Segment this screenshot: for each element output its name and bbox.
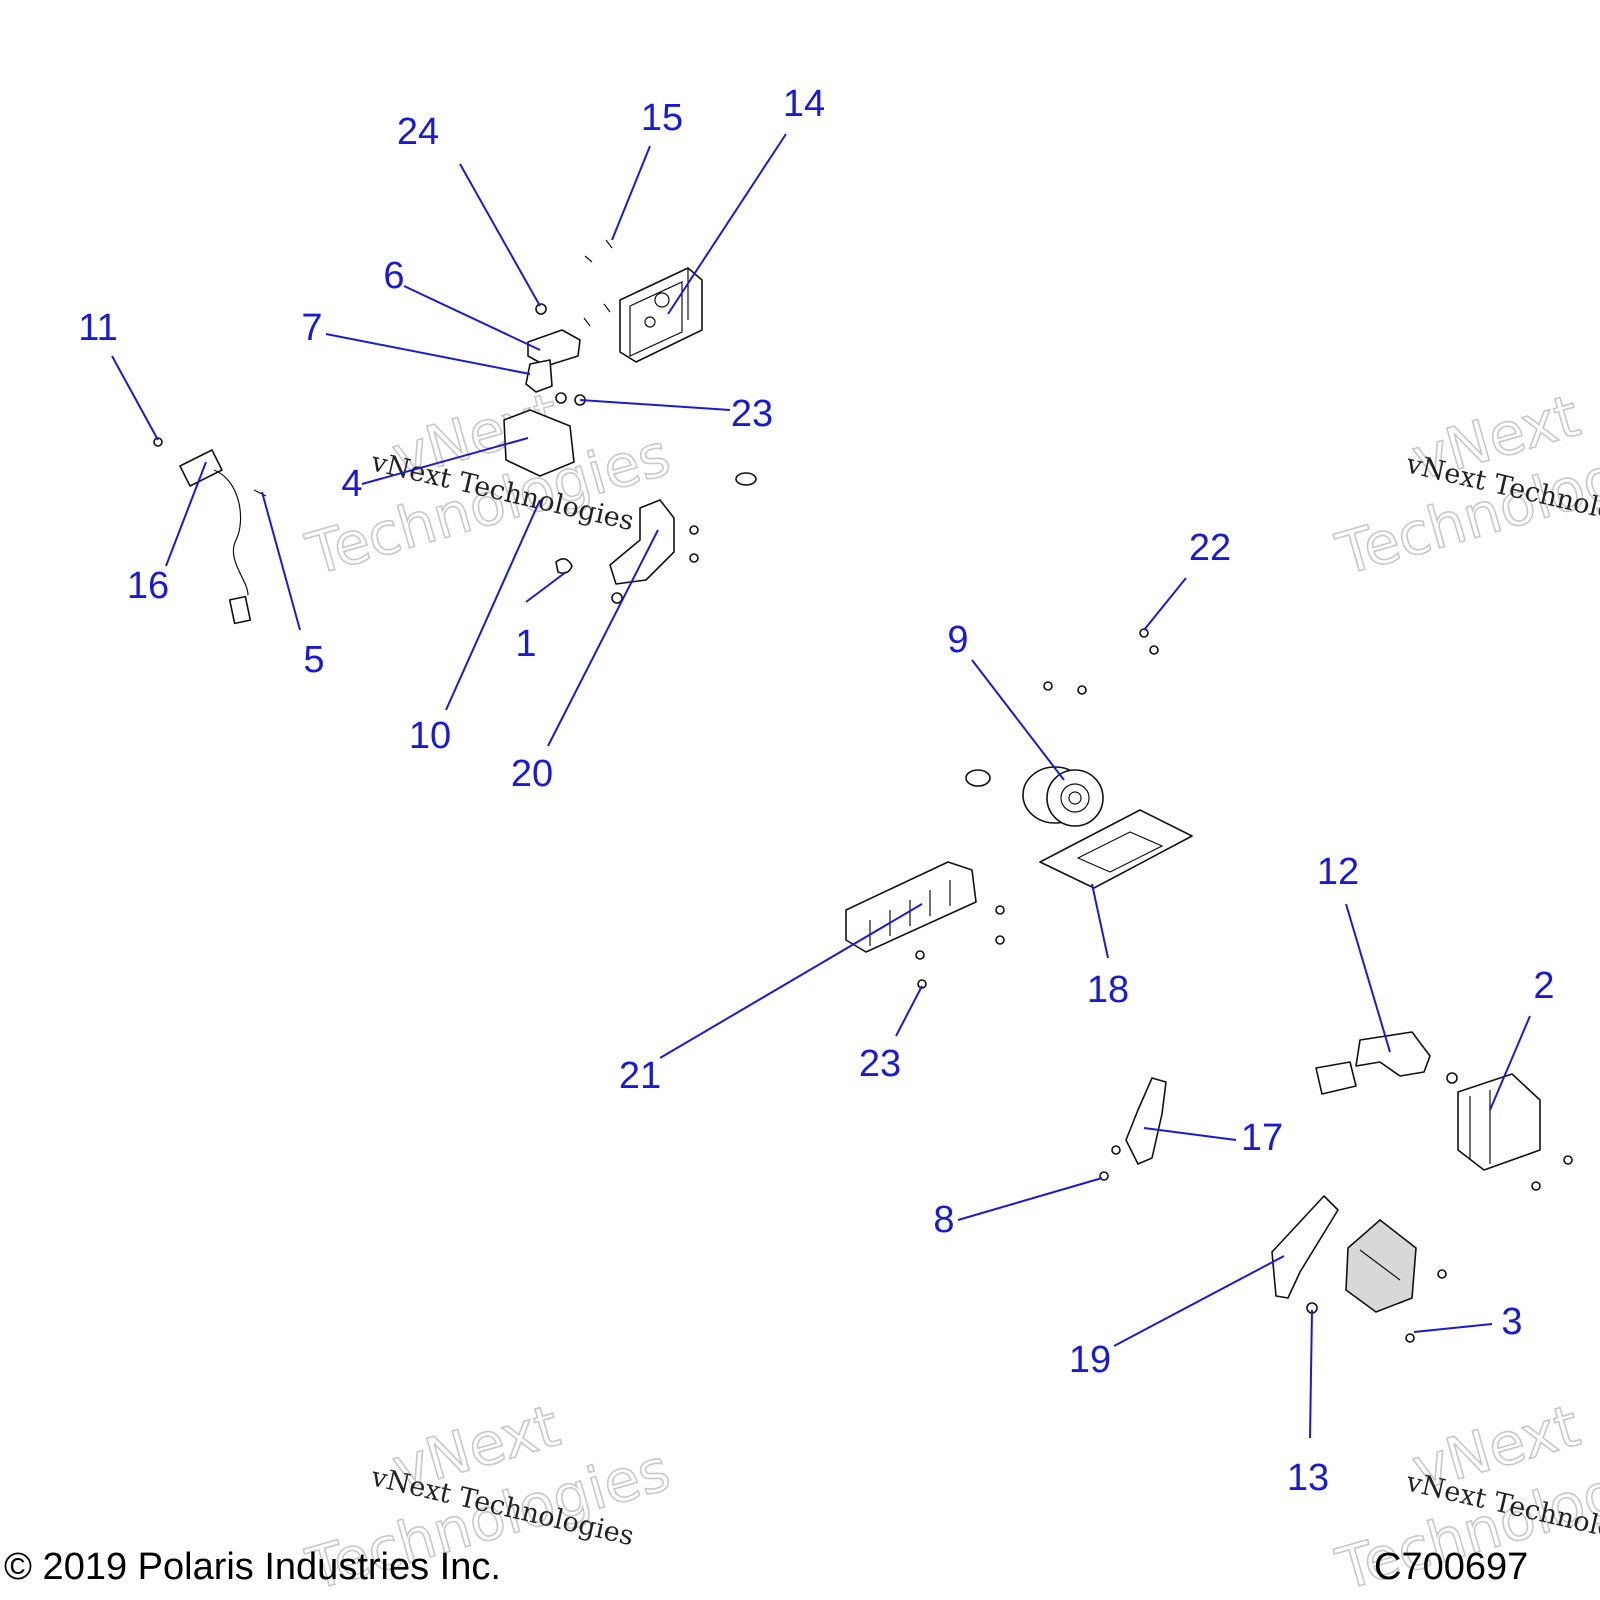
wire-clip-part bbox=[555, 558, 573, 574]
callout-12[interactable]: 12 bbox=[1317, 851, 1359, 893]
callout-22[interactable]: 22 bbox=[1189, 527, 1231, 569]
callout-17[interactable]: 17 bbox=[1241, 1117, 1283, 1159]
leader-10 bbox=[445, 499, 541, 711]
bracket-19-part bbox=[1271, 1195, 1339, 1299]
callout-21[interactable]: 21 bbox=[619, 1055, 661, 1097]
ecu-module-part bbox=[619, 267, 703, 363]
mount-bracket-part bbox=[609, 499, 675, 585]
callout-23-lower[interactable]: 23 bbox=[859, 1043, 901, 1085]
callout-20[interactable]: 20 bbox=[511, 753, 553, 795]
callout-18[interactable]: 18 bbox=[1087, 969, 1129, 1011]
bolt-part bbox=[253, 489, 267, 497]
bracket-screws-part bbox=[611, 525, 699, 604]
leader-6 bbox=[403, 285, 541, 351]
callout-19[interactable]: 19 bbox=[1069, 1339, 1111, 1381]
connector-part bbox=[1315, 1061, 1357, 1095]
fuse-box-screws-part bbox=[915, 905, 1005, 989]
bracket-17-screw-part bbox=[1111, 1145, 1121, 1155]
leader-16 bbox=[165, 461, 207, 567]
callout-13[interactable]: 13 bbox=[1287, 1457, 1329, 1499]
leader-7 bbox=[325, 333, 531, 375]
leader-11 bbox=[111, 355, 159, 441]
leader-8 bbox=[957, 1177, 1103, 1221]
callout-3[interactable]: 3 bbox=[1501, 1301, 1522, 1343]
leader-14 bbox=[667, 133, 787, 315]
sensor-harness-part bbox=[179, 449, 252, 625]
callout-10[interactable]: 10 bbox=[409, 715, 451, 757]
horn-part bbox=[1022, 766, 1104, 827]
callout-16[interactable]: 16 bbox=[127, 565, 169, 607]
leader-5 bbox=[261, 491, 301, 631]
bracket-clip-part bbox=[527, 329, 581, 367]
horn-screws-part bbox=[1043, 628, 1159, 695]
bracket-screw-part bbox=[1446, 1072, 1458, 1084]
copyright-notice: © 2019 Polaris Industries Inc. bbox=[4, 1546, 501, 1588]
leader-9 bbox=[971, 659, 1065, 781]
leader-1 bbox=[525, 571, 567, 603]
callout-8[interactable]: 8 bbox=[933, 1199, 954, 1241]
callout-4[interactable]: 4 bbox=[341, 463, 362, 505]
leader-19 bbox=[1113, 1255, 1285, 1347]
leader-2 bbox=[1489, 1015, 1531, 1111]
leader-13 bbox=[1309, 1309, 1313, 1439]
mount-plate-part bbox=[1039, 809, 1193, 889]
regulator-2-part bbox=[1345, 1218, 1417, 1313]
regulator-part bbox=[1457, 1073, 1541, 1171]
callout-24[interactable]: 24 bbox=[397, 111, 439, 153]
leader-20 bbox=[547, 529, 659, 747]
callout-1[interactable]: 1 bbox=[515, 623, 536, 665]
callout-5[interactable]: 5 bbox=[303, 639, 324, 681]
callout-7[interactable]: 7 bbox=[301, 307, 322, 349]
callout-9[interactable]: 9 bbox=[947, 619, 968, 661]
callout-14[interactable]: 14 bbox=[783, 83, 825, 125]
housing-part bbox=[503, 409, 575, 477]
ecu-screws-part bbox=[583, 239, 613, 327]
leader-4 bbox=[361, 437, 529, 485]
drawing-number: C700697 bbox=[1374, 1546, 1529, 1588]
leader-3 bbox=[1413, 1323, 1493, 1333]
leader-18 bbox=[1091, 883, 1109, 959]
callout-23-upper[interactable]: 23 bbox=[731, 393, 773, 435]
small-mount-bracket-part bbox=[1125, 1077, 1167, 1165]
callout-11[interactable]: 11 bbox=[78, 307, 117, 349]
horn-clamp-part bbox=[965, 769, 991, 787]
leader-22 bbox=[1143, 577, 1187, 631]
screws-top-part bbox=[555, 392, 586, 406]
leader-24 bbox=[459, 163, 541, 307]
leader-23a bbox=[579, 399, 731, 411]
callouts: 1 2 3 4 5 6 7 8 9 10 11 12 13 14 15 16 1… bbox=[78, 83, 1554, 1499]
callout-15[interactable]: 15 bbox=[641, 97, 683, 139]
small-bracket-part bbox=[525, 359, 553, 393]
leader-lines bbox=[111, 133, 1531, 1439]
callout-6[interactable]: 6 bbox=[383, 255, 404, 297]
leader-12 bbox=[1345, 903, 1391, 1053]
clamp-part bbox=[735, 472, 757, 486]
leader-21 bbox=[659, 903, 923, 1059]
leader-15 bbox=[611, 145, 651, 241]
callout-2[interactable]: 2 bbox=[1533, 965, 1554, 1007]
watermark-top-right: vNext Technologies vNext Technologies bbox=[1328, 381, 1600, 590]
regulator-screws-part bbox=[1531, 1155, 1573, 1191]
fuse-box-part bbox=[845, 861, 977, 953]
regulator-bracket-part bbox=[1355, 1031, 1431, 1077]
nut-part bbox=[535, 303, 547, 315]
leader-17 bbox=[1143, 1127, 1237, 1141]
leader-23b bbox=[895, 985, 923, 1037]
